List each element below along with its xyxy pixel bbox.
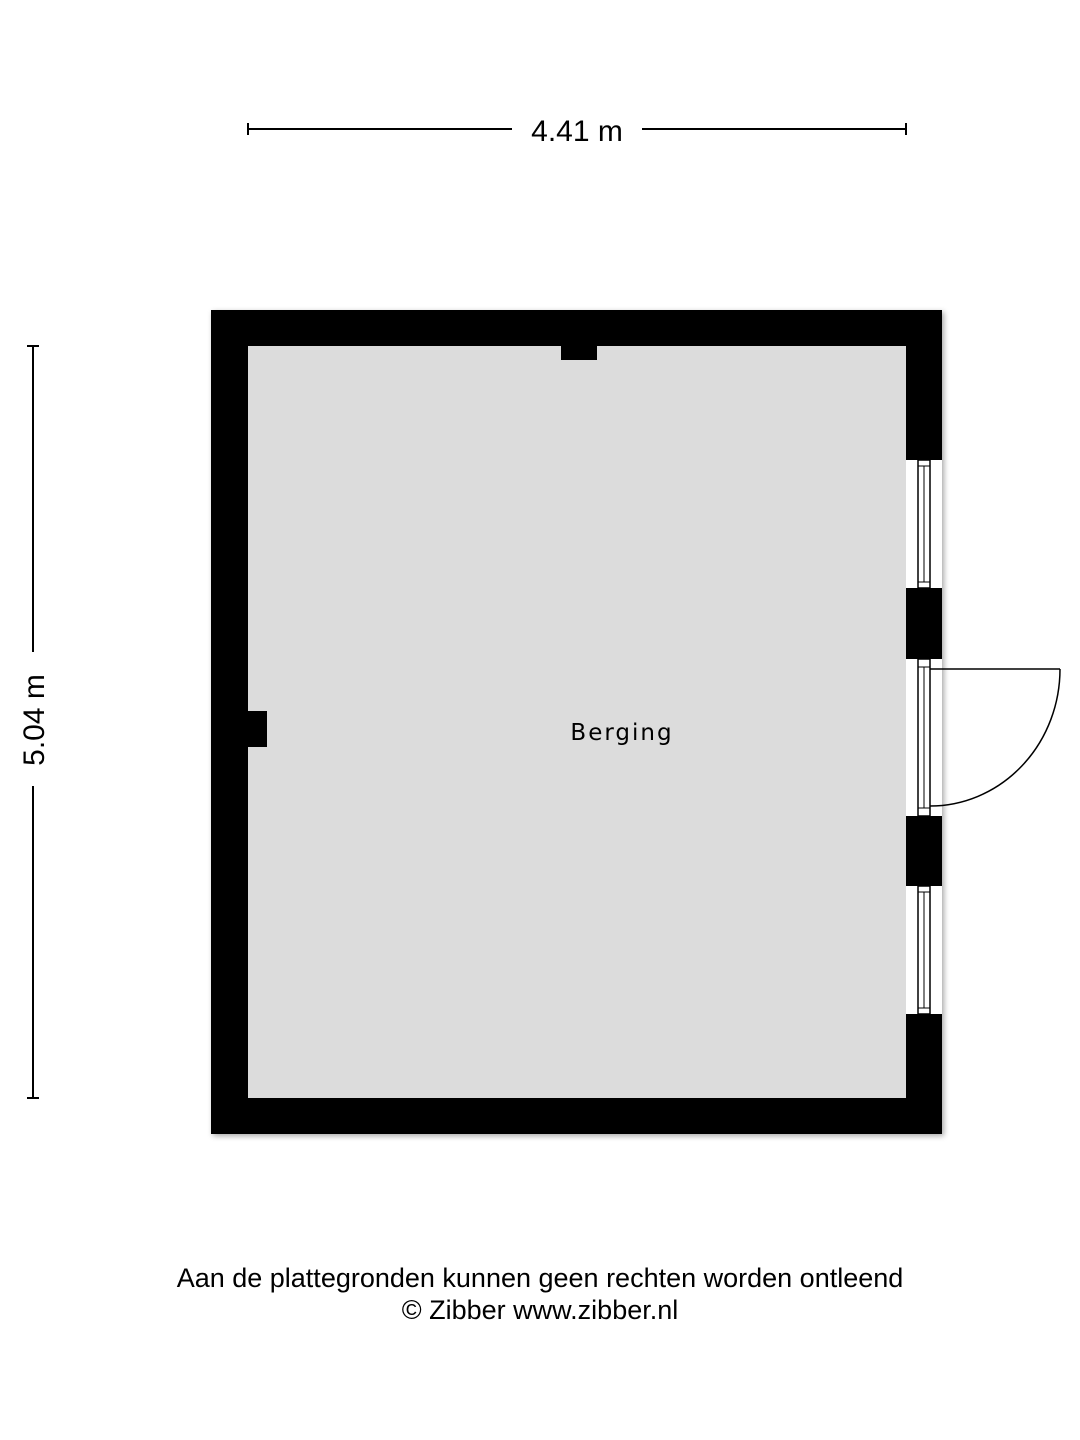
wall-pillar-top (561, 346, 597, 360)
door-swing-arc (929, 668, 1061, 807)
room-floor (248, 346, 906, 1098)
height-dimension: 5.04 m (18, 345, 51, 1099)
width-dimension-label: 4.41 m (531, 115, 623, 148)
height-dimension-label: 5.04 m (18, 674, 51, 766)
door-right (906, 658, 1061, 817)
window-lower (906, 885, 942, 1015)
wall-pillar-left (248, 711, 267, 747)
room-label: Berging (570, 720, 673, 746)
copyright-text: © Zibber www.zibber.nl (401, 1295, 679, 1325)
width-dimension: 4.41 m (247, 115, 907, 148)
window-upper (906, 459, 942, 589)
disclaimer-text: Aan de plattegronden kunnen geen rechten… (176, 1263, 904, 1293)
